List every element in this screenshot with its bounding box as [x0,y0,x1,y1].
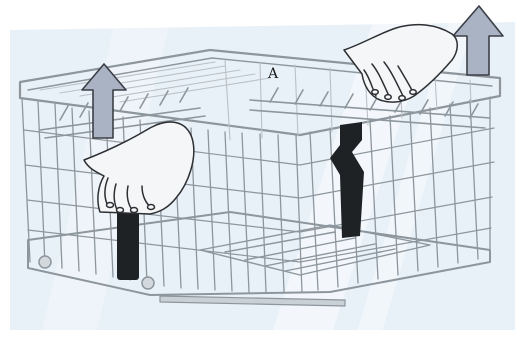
front-mid-wheel [142,277,154,289]
callout-label-a: A [267,66,279,82]
front-left-wheel [39,256,51,268]
